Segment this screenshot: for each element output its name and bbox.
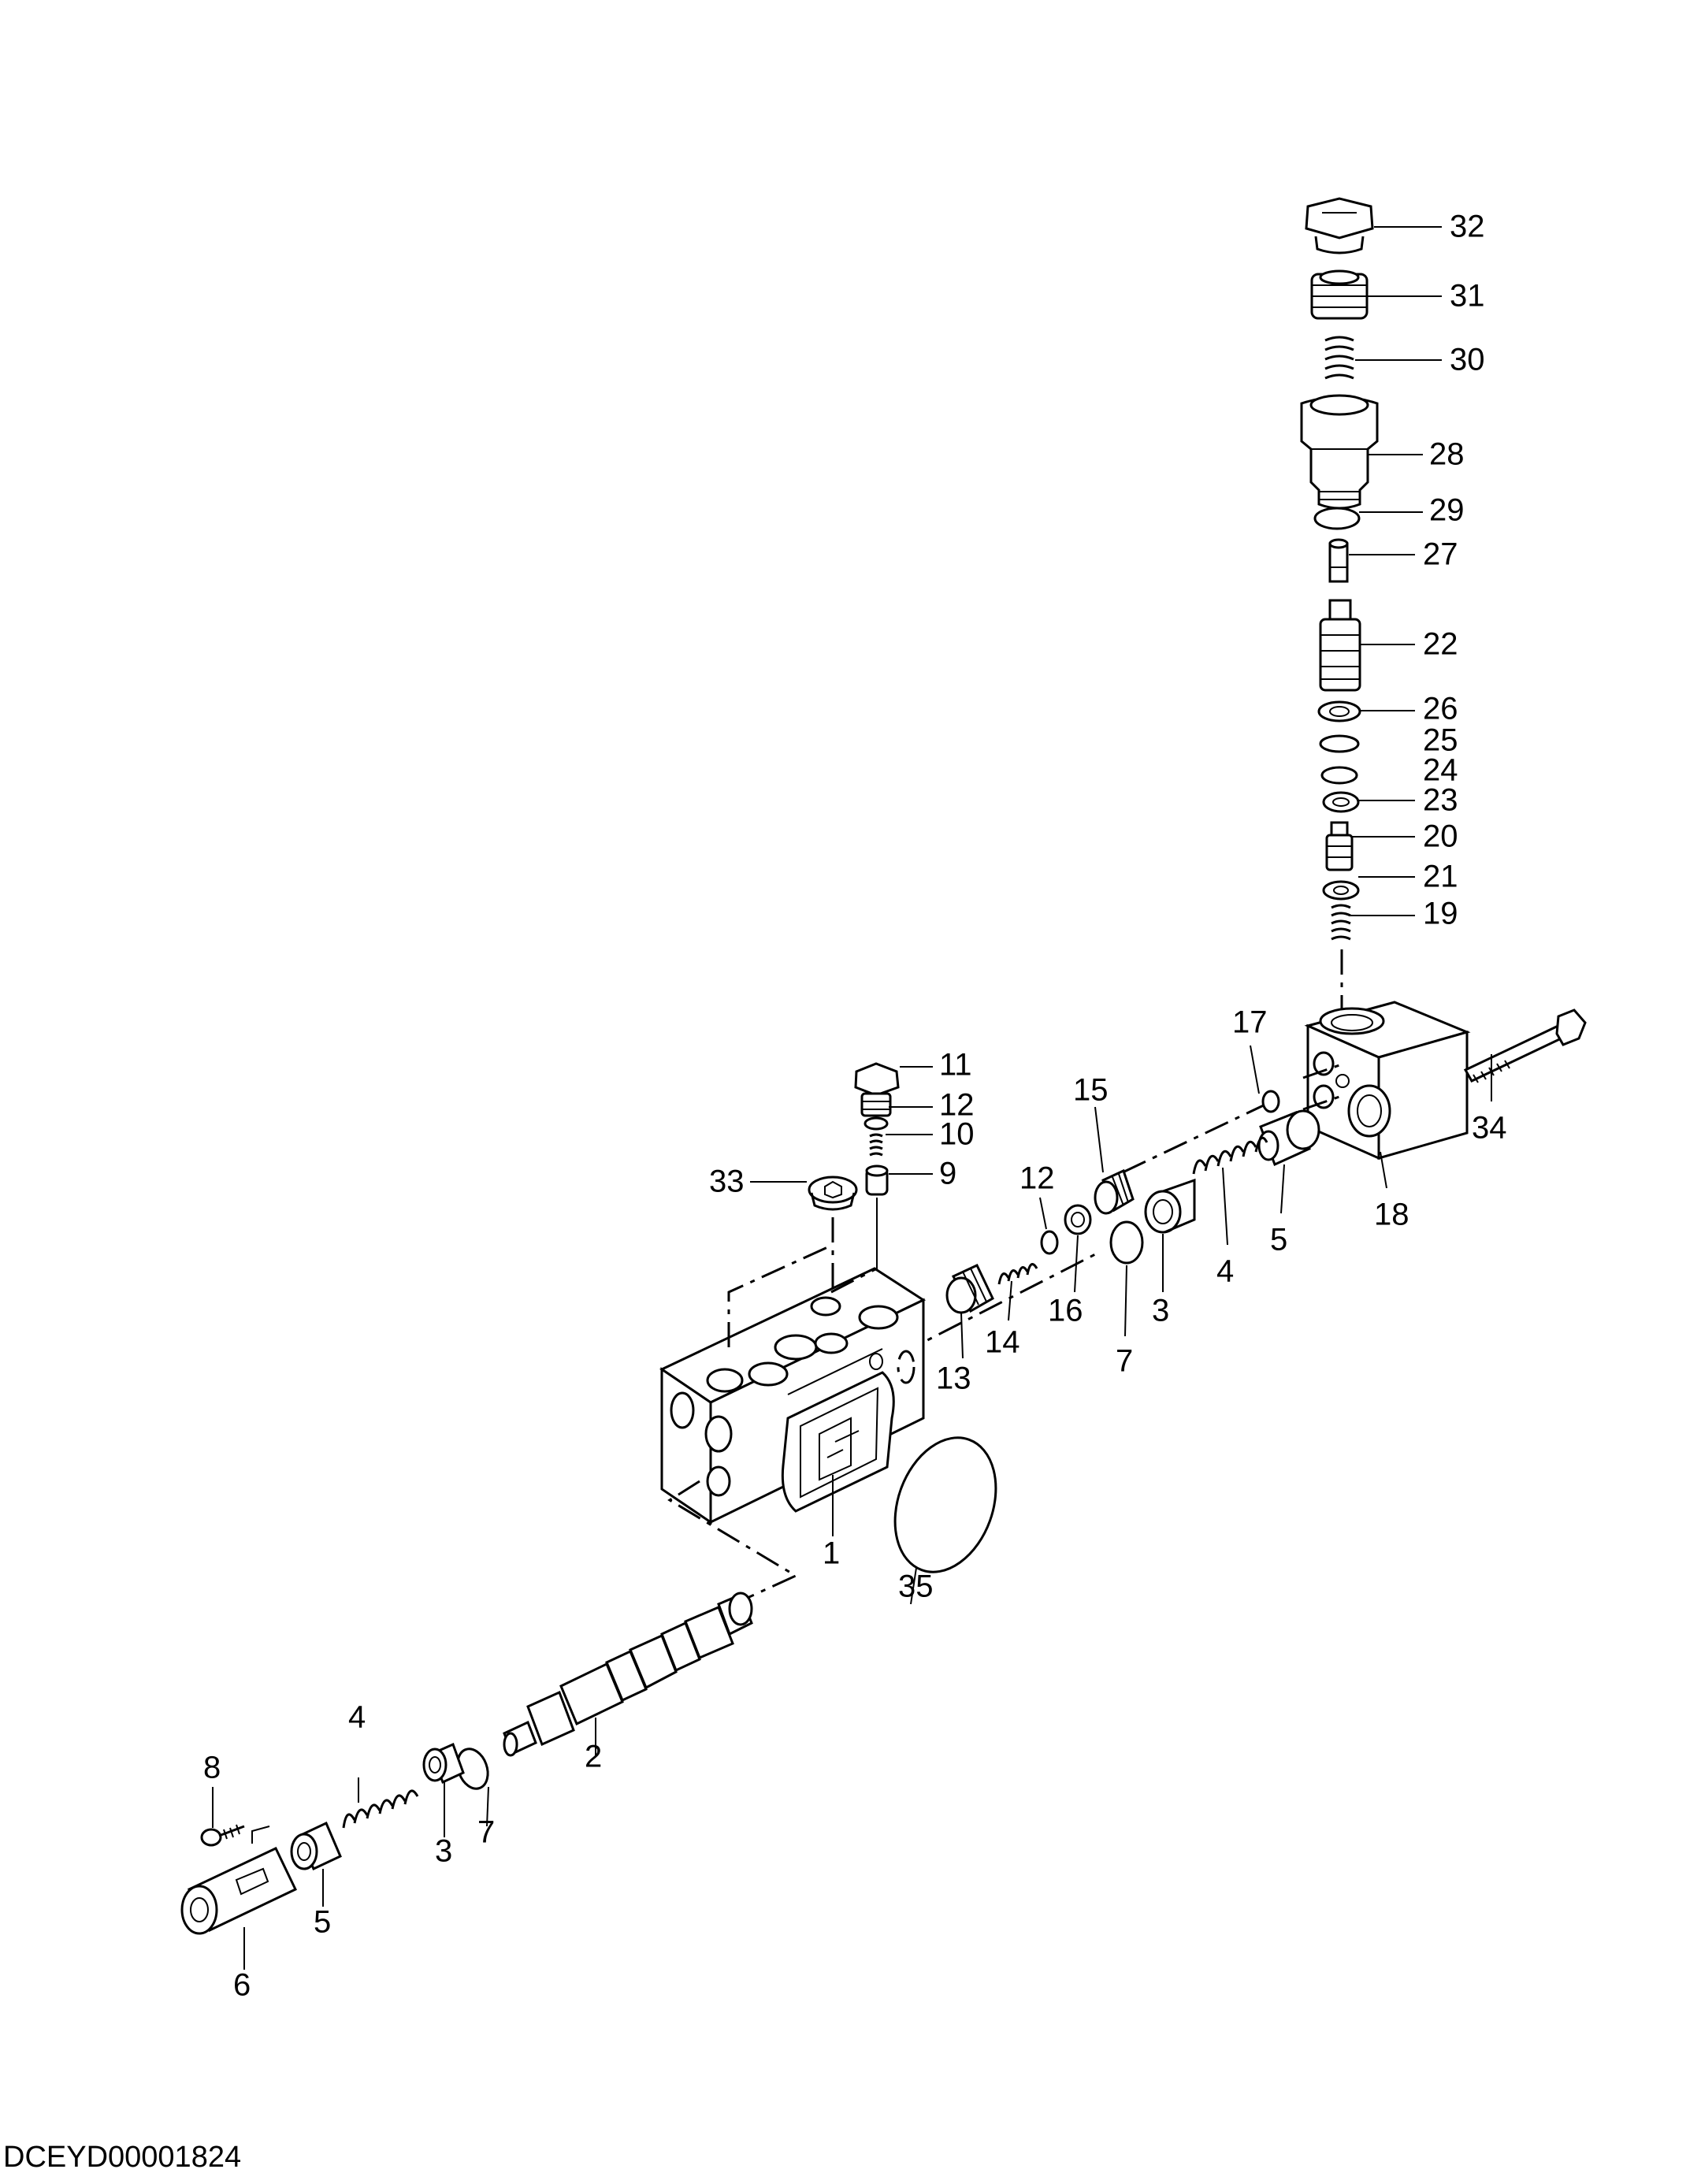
callout-10: 10 <box>939 1117 975 1152</box>
part-8-screw <box>200 1824 245 1847</box>
callout-25: 25 <box>1423 723 1458 758</box>
callout-31: 31 <box>1450 279 1485 314</box>
callout-18: 18 <box>1374 1198 1409 1232</box>
callout-35: 35 <box>898 1569 934 1604</box>
callout-29: 29 <box>1429 493 1465 528</box>
part-5-sleeve-upper <box>1257 1109 1320 1167</box>
part-3-seat-lower <box>422 1742 465 1785</box>
callout-30: 30 <box>1450 343 1485 377</box>
part-30-spring <box>1324 336 1354 380</box>
callout-24: 24 <box>1423 753 1458 788</box>
drawing-code: DCEYD00001824 <box>3 2141 241 2174</box>
callout-22: 22 <box>1423 627 1458 662</box>
callout-33: 33 <box>709 1164 745 1199</box>
part-24-o-ring <box>1320 766 1358 785</box>
part-29-o-ring <box>1313 507 1361 530</box>
callout-12-top: 12 <box>939 1088 975 1123</box>
callout-5-upper: 5 <box>1270 1223 1287 1257</box>
part-9-plug <box>865 1164 889 1196</box>
callout-12-middle: 12 <box>1019 1161 1055 1196</box>
callout-16: 16 <box>1048 1294 1083 1328</box>
part-18-valve-block <box>1302 1001 1471 1161</box>
callout-3-upper: 3 <box>1152 1294 1169 1328</box>
part-26-washer <box>1317 700 1361 722</box>
part-2-spool <box>503 1592 753 1757</box>
callout-6: 6 <box>233 1968 251 2003</box>
callout-7-upper: 7 <box>1116 1344 1133 1379</box>
part-31-adjuster-plug <box>1310 269 1369 320</box>
part-4-spring-lower <box>342 1789 419 1829</box>
part-14-spring <box>997 1263 1038 1285</box>
axis-line-lower <box>897 1251 1099 1357</box>
callout-26: 26 <box>1423 692 1458 726</box>
callout-3-lower: 3 <box>435 1834 452 1869</box>
part-21-washer <box>1322 880 1360 901</box>
part-6-cap <box>180 1826 298 1935</box>
part-35-large-o-ring <box>893 1436 997 1573</box>
part-20-pilot-poppet <box>1325 821 1354 871</box>
part-16-washer <box>1064 1204 1092 1235</box>
callout-20: 20 <box>1423 819 1458 854</box>
part-7-o-ring-upper <box>1109 1220 1144 1265</box>
callout-7-lower: 7 <box>477 1815 495 1850</box>
part-22-seat-piston <box>1319 599 1361 692</box>
callout-9: 9 <box>939 1157 956 1191</box>
callout-8: 8 <box>203 1751 221 1785</box>
part-12-o-ring-middle <box>1040 1230 1059 1255</box>
callout-1: 1 <box>823 1536 840 1571</box>
part-15-plug <box>1094 1168 1135 1215</box>
callout-21: 21 <box>1423 860 1458 894</box>
part-19-spring <box>1331 904 1351 941</box>
part-5-sleeve-lower <box>290 1821 342 1871</box>
part-13-plug <box>945 1264 994 1314</box>
callout-23: 23 <box>1423 783 1458 818</box>
part-17-o-ring <box>1261 1090 1280 1113</box>
part-27-poppet <box>1328 538 1349 583</box>
callout-11: 11 <box>939 1048 972 1083</box>
callout-28: 28 <box>1429 437 1465 472</box>
leader-lines <box>212 226 1492 1970</box>
callout-17: 17 <box>1232 1005 1268 1040</box>
callout-34: 34 <box>1472 1111 1507 1146</box>
part-32-hex-cap <box>1305 197 1374 254</box>
part-25-o-ring <box>1319 734 1360 753</box>
callout-19: 19 <box>1423 897 1458 931</box>
axis-line-spool <box>667 1480 799 1603</box>
callout-5-lower: 5 <box>314 1905 331 1940</box>
callout-32: 32 <box>1450 210 1485 244</box>
part-12-o-ring-top <box>863 1116 889 1131</box>
axis-line-body-right <box>830 1267 878 1294</box>
part-10-spring <box>869 1133 883 1157</box>
part-4-spring-upper <box>1192 1136 1268 1175</box>
axis-line-body-top <box>727 1243 834 1347</box>
part-3-seat-upper <box>1144 1178 1196 1234</box>
callout-13: 13 <box>936 1361 971 1396</box>
callout-15: 15 <box>1073 1073 1109 1108</box>
part-34-long-bolt <box>1463 1008 1587 1083</box>
callout-4-upper: 4 <box>1216 1254 1234 1289</box>
callout-4-lower: 4 <box>348 1700 366 1735</box>
part-1-valve-body <box>659 1267 927 1525</box>
part-33-socket-plug <box>808 1176 858 1211</box>
axis-line-upper <box>1122 1101 1269 1174</box>
callout-2: 2 <box>585 1740 602 1774</box>
part-23-washer <box>1322 791 1360 813</box>
part-11-plug <box>854 1062 900 1117</box>
part-28-valve-body <box>1300 394 1379 510</box>
callout-14: 14 <box>985 1325 1020 1360</box>
callout-27: 27 <box>1423 537 1458 572</box>
